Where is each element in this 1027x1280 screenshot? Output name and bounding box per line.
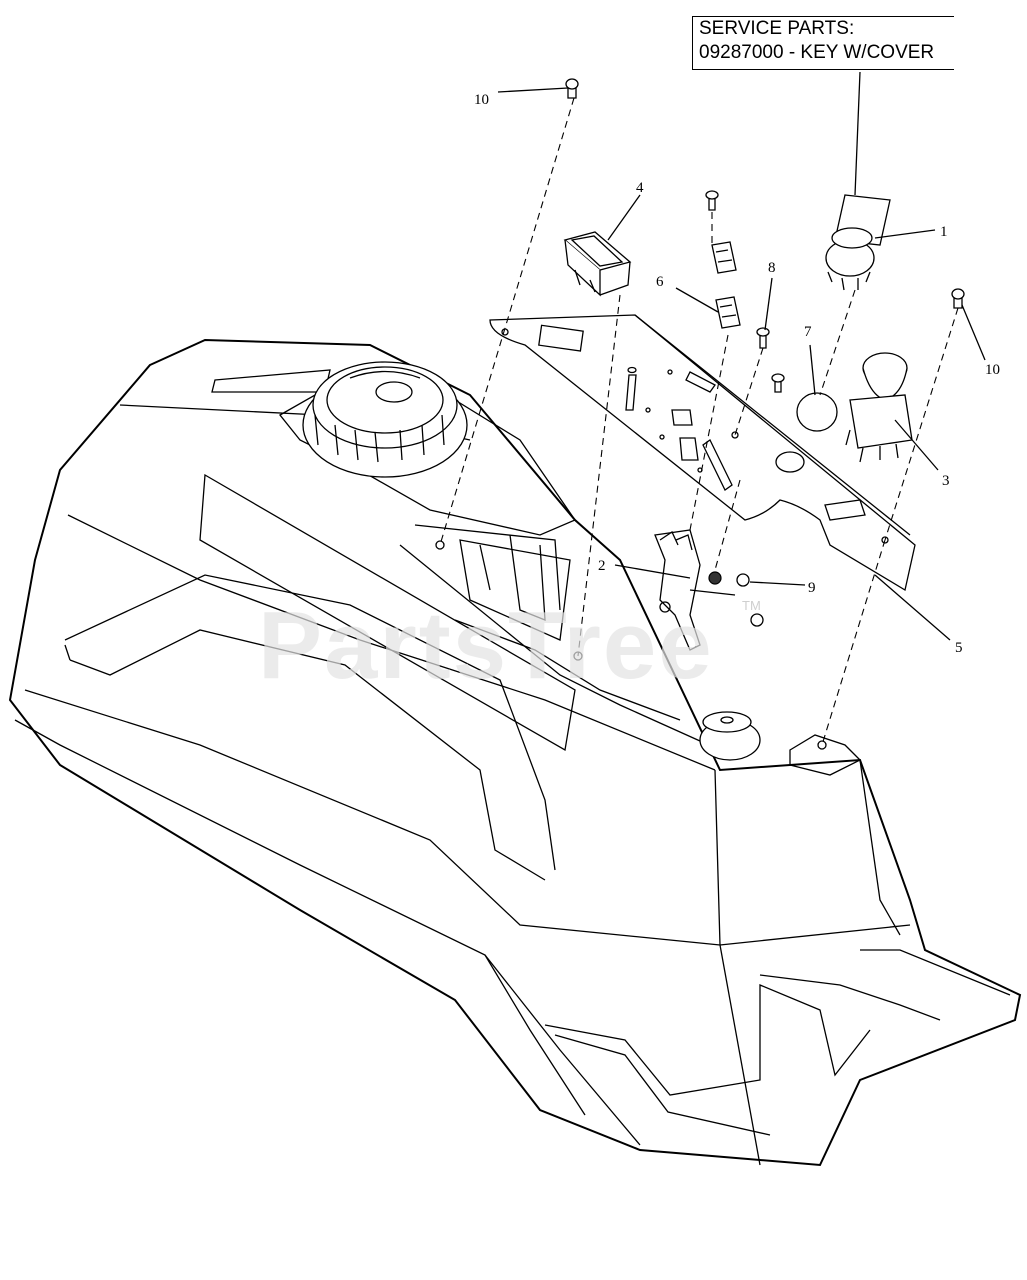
- callout-6: 6: [656, 274, 664, 290]
- callout-4: 4: [636, 180, 644, 196]
- leader-lines: [497, 71, 986, 641]
- callout-5: 5: [955, 640, 963, 656]
- hole-plug: [796, 392, 838, 432]
- service-parts-key-cover: 09287000 - KEY W/COVER: [699, 42, 935, 63]
- toggle-switches: [711, 241, 741, 329]
- nut: [736, 573, 764, 627]
- callout-9: 9: [808, 580, 816, 596]
- callout-7: 7: [804, 324, 812, 340]
- throttle-lever: [654, 529, 736, 651]
- service-parts-box: SERVICE PARTS: 09287000 - KEY W/COVER: [692, 16, 954, 70]
- watermark-trademark: TM: [742, 598, 761, 613]
- pto-switch: [845, 352, 913, 463]
- fuel-tank-body: [8, 338, 1022, 1167]
- rear-bracket: [789, 734, 862, 776]
- callout-1: 1: [940, 224, 948, 240]
- ignition-switch: [825, 194, 891, 291]
- vent-cap: [699, 711, 761, 761]
- assembly-lines: [439, 97, 959, 746]
- mounting-plate: [489, 314, 916, 592]
- callout-3: 3: [942, 473, 950, 489]
- callout-8: 8: [768, 260, 776, 276]
- rocker-switch: [563, 231, 632, 297]
- callout-10-top: 10: [474, 92, 489, 108]
- callout-2: 2: [598, 558, 606, 574]
- fuel-cap: [302, 361, 468, 478]
- callout-10-right: 10: [985, 362, 1000, 378]
- watermark-text: PartsTree: [258, 592, 714, 699]
- service-parts-heading: SERVICE PARTS:: [699, 18, 855, 39]
